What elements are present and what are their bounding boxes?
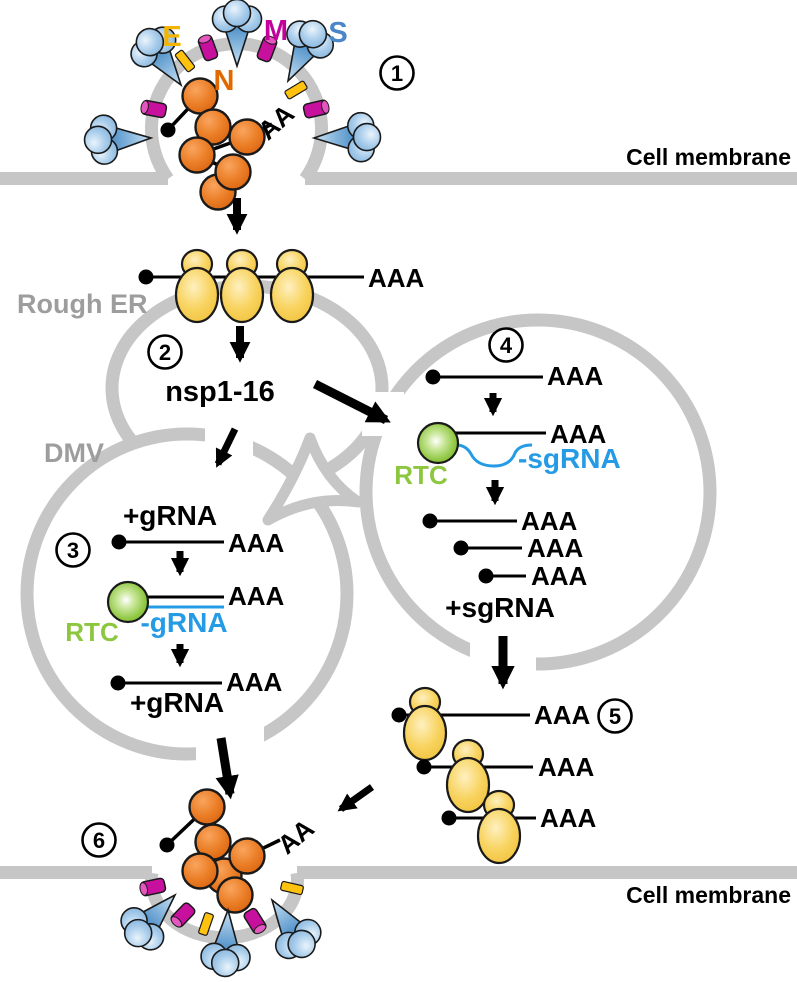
translating-sgrna-3 xyxy=(441,789,536,865)
step-5-number: 5 xyxy=(609,704,621,729)
n-protein-label: N xyxy=(214,65,235,97)
polyA-label: AAA xyxy=(226,667,283,697)
dmv-label: DMV xyxy=(44,438,104,468)
nucleocapsid-bottom xyxy=(181,788,266,914)
dmv-right-membrane xyxy=(359,313,717,671)
nsp1-16-label: nsp1-16 xyxy=(165,376,275,408)
polyA-label: AAA xyxy=(547,361,604,391)
cell-membrane-top-label: Cell membrane xyxy=(626,144,791,170)
grna-template-left xyxy=(111,534,224,550)
arrow-nsp-to-left-dmv xyxy=(214,427,239,468)
step-2-badge: 2 xyxy=(147,334,183,370)
arrow-nsp-to-right-dmv xyxy=(312,379,391,425)
step-6-badge: 6 xyxy=(81,822,117,858)
arrow-grna-to-assembly xyxy=(215,737,239,800)
polyA-label: AAA xyxy=(534,700,591,730)
step-4-badge: 4 xyxy=(488,327,524,363)
cell-membrane-bottom-label: Cell membrane xyxy=(626,882,791,908)
membrane-openings xyxy=(196,392,536,766)
step-5-badge: 5 xyxy=(597,698,633,734)
polyA-label: AAA xyxy=(368,263,425,293)
minus-grna-label: -gRNA xyxy=(140,607,227,638)
sgrna-3 xyxy=(478,568,526,584)
polyA-label: AAA xyxy=(540,803,597,833)
polyA-label: AAA xyxy=(550,419,607,449)
step-3-badge: 3 xyxy=(55,532,91,568)
step-3-number: 3 xyxy=(67,538,79,563)
minus-sgrna-label: -sgRNA xyxy=(518,443,621,474)
translating-sgrna-1 xyxy=(391,686,530,762)
polyA-short-label-bottom: AA xyxy=(272,813,320,860)
plus-grna-label-top: +gRNA xyxy=(123,500,217,531)
polyA-label: AAA xyxy=(521,506,578,536)
sgrna-2 xyxy=(453,540,522,556)
cell-membrane-top xyxy=(0,172,797,185)
e-protein-label: E xyxy=(162,21,181,53)
step-4-number: 4 xyxy=(500,333,513,358)
sgrna-1 xyxy=(422,513,517,529)
rtc-label-right: RTC xyxy=(394,460,448,490)
rtc-label-left: RTC xyxy=(65,617,119,647)
nucleocapsid-top xyxy=(178,77,266,211)
cell-membrane-bottom xyxy=(0,866,797,879)
polyA-label: AAA xyxy=(538,752,595,782)
rtc-complex-right xyxy=(416,421,546,468)
membrane-junction xyxy=(262,432,364,526)
s-protein-label: S xyxy=(328,17,347,49)
plus-grna-label-bottom: +gRNA xyxy=(130,687,224,718)
step-6-number: 6 xyxy=(93,828,105,853)
rtc-sphere-right xyxy=(416,421,460,465)
step-1-number: 1 xyxy=(391,61,403,86)
plus-sgrna-label: +sgRNA xyxy=(445,592,555,623)
polyA-label: AAA xyxy=(228,581,285,611)
rough-er-label: Rough ER xyxy=(17,289,147,319)
step-1-badge: 1 xyxy=(379,55,415,91)
nascent-sgrna-curve xyxy=(455,443,533,468)
step-2-number: 2 xyxy=(159,340,171,365)
er-ribosomes xyxy=(174,248,315,324)
polyA-label: AAA xyxy=(228,528,285,558)
grna-template-right xyxy=(425,369,543,385)
polyA-label: AAA xyxy=(527,533,584,563)
translating-sgrna-2 xyxy=(416,738,533,814)
m-protein-label: M xyxy=(264,15,288,47)
rtc-complex-left xyxy=(106,580,224,624)
new-grna-left xyxy=(110,675,222,691)
polyA-label: AAA xyxy=(531,561,588,591)
arrow-proteins-to-assembly xyxy=(337,784,375,812)
